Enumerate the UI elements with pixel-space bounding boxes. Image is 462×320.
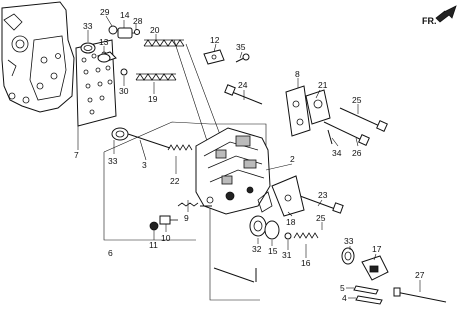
callout-33-top: 33: [83, 21, 93, 31]
callout-26: 26: [352, 148, 362, 158]
valve-15: [264, 220, 280, 240]
leader-guide-2: [185, 43, 223, 141]
callout-25-lower: 25: [316, 213, 326, 223]
callout-35: 35: [236, 42, 246, 52]
pin-30: [120, 68, 128, 76]
callout-12: 12: [210, 35, 220, 45]
callout-24: 24: [238, 80, 248, 90]
spring-16: [293, 232, 319, 239]
callout-30: 30: [119, 86, 129, 96]
regulator-body-8: [285, 85, 311, 137]
callout-labels: 33 29 14 28 20 13 30 19 7 33 3 22 9 10 1…: [74, 7, 425, 303]
leader-guide-1: [173, 39, 211, 151]
pin-34: [327, 129, 333, 145]
callout-21: 21: [318, 80, 328, 90]
spring-22: [167, 144, 193, 151]
plate-18: [271, 175, 305, 217]
callout-22: 22: [170, 176, 180, 186]
bolt-23: [299, 195, 344, 214]
bracket-12: [203, 49, 225, 65]
seal-11: [149, 221, 159, 231]
callout-13: 13: [99, 37, 109, 47]
group-boundary-bottom: [209, 190, 260, 301]
bolt-long: [213, 267, 257, 283]
callout-15: 15: [268, 246, 278, 256]
callout-14: 14: [120, 10, 130, 20]
o-ring-33-top: [80, 42, 96, 54]
bolt-35: [235, 53, 250, 63]
callout-27: 27: [415, 270, 425, 280]
bolt-27: [393, 287, 447, 303]
callout-7: 7: [74, 150, 79, 160]
group-6-bracket: [103, 152, 196, 241]
spring-20: [143, 39, 185, 47]
washer-29: [108, 25, 118, 35]
callout-20: 20: [150, 25, 160, 35]
callout-10: 10: [161, 233, 171, 243]
group-boundary-top: [103, 121, 267, 153]
callout-5: 5: [340, 283, 345, 293]
callout-4: 4: [342, 293, 347, 303]
callout-2: 2: [290, 154, 295, 164]
ring-31: [284, 232, 292, 240]
callout-19: 19: [148, 94, 158, 104]
transmission-housing: [1, 1, 75, 113]
leader-lines: [77, 15, 421, 299]
callout-3: 3: [142, 160, 147, 170]
spring-19: [135, 73, 177, 81]
callout-16: 16: [301, 258, 311, 268]
front-direction-label: FR.: [422, 16, 437, 26]
callout-23: 23: [318, 190, 328, 200]
cap-32: [249, 215, 267, 237]
callout-9: 9: [184, 213, 189, 223]
bolt-24: [224, 84, 263, 105]
front-direction-arrow: FR.: [422, 5, 457, 26]
callout-29: 29: [100, 7, 110, 17]
valve-10: [159, 215, 178, 225]
callout-28: 28: [133, 16, 143, 26]
callout-11: 11: [149, 240, 158, 250]
regulator-valve-21: [305, 89, 331, 125]
solenoid-17: [361, 255, 389, 281]
valve-3: [111, 127, 171, 149]
callout-25: 25: [352, 95, 362, 105]
plug-14: [117, 27, 140, 39]
o-ring-33-right: [341, 247, 355, 265]
plate-4: [355, 295, 383, 305]
valve-13: [97, 51, 117, 63]
callout-32: 32: [252, 244, 262, 254]
valve-body: [195, 127, 273, 215]
callout-6: 6: [108, 248, 113, 258]
callout-8: 8: [295, 69, 300, 79]
callout-31: 31: [282, 250, 292, 260]
callout-17: 17: [372, 244, 382, 254]
ring-28: [134, 29, 140, 35]
callout-34: 34: [332, 148, 342, 158]
gasket-5: [353, 285, 379, 295]
callout-33-left: 33: [108, 156, 118, 166]
bolt-26: [323, 121, 370, 146]
callout-33-right: 33: [344, 236, 354, 246]
callout-18: 18: [286, 217, 296, 227]
bolt-25: [339, 107, 388, 132]
